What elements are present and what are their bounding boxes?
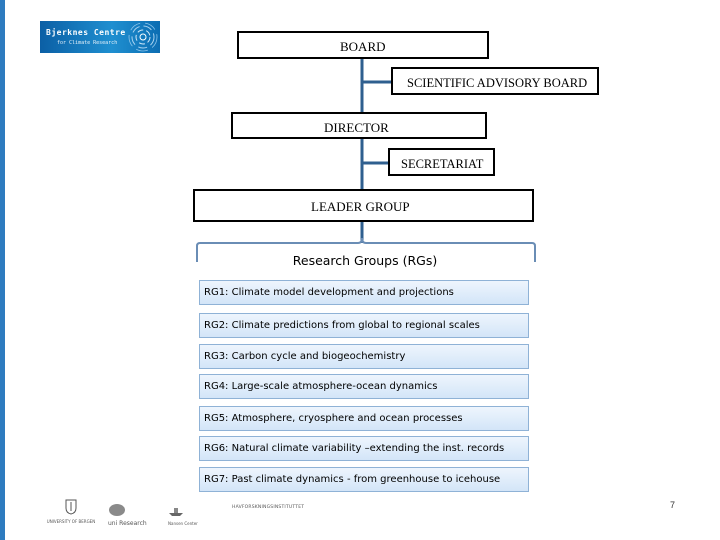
board-box: BOARD [237, 31, 489, 59]
research-group-box: RG2: Climate predictions from global to … [199, 313, 529, 338]
leader-group-box: LEADER GROUP [193, 189, 534, 222]
director-label: DIRECTOR [324, 120, 389, 135]
secretariat-label: SECRETARIAT [401, 157, 484, 171]
advisory-board-box: SCIENTIFIC ADVISORY BOARD [391, 67, 599, 95]
uni-research-logo: uni Research [108, 502, 147, 527]
advisory-board-label: SCIENTIFIC ADVISORY BOARD [407, 76, 588, 90]
swirl-icon [128, 22, 158, 52]
uni-research-leaf-icon [109, 504, 125, 516]
research-groups-title: Research Groups (RGs) [292, 253, 438, 268]
research-group-box: RG4: Large-scale atmosphere-ocean dynami… [199, 374, 529, 399]
leader-group-label: LEADER GROUP [311, 199, 410, 214]
nersc-logo: Nansen Center [168, 502, 198, 526]
imr-name: HAVFORSKNINGSINSTITUTTET [232, 505, 305, 510]
bjerknes-logo: Bjerknes Centre for Climate Research [40, 21, 160, 53]
research-group-box: RG5: Atmosphere, cryosphere and ocean pr… [199, 406, 529, 431]
director-box: DIRECTOR [231, 112, 487, 139]
uib-name: UNIVERSITY OF BERGEN [46, 519, 96, 524]
uib-seal-icon [65, 499, 77, 515]
logo-subtitle: for Climate Research [57, 40, 118, 46]
research-group-box: RG7: Past climate dynamics - from greenh… [199, 467, 529, 492]
board-label: BOARD [340, 39, 386, 54]
left-accent-bar [0, 0, 5, 540]
nersc-ship-icon [169, 508, 183, 516]
uni-research-name: uni Research [108, 520, 147, 527]
page-number: 7 [670, 500, 676, 510]
nersc-name: Nansen Center [168, 521, 198, 526]
research-group-box: RG3: Carbon cycle and biogeochemistry [199, 344, 529, 369]
logo-title: Bjerknes Centre [46, 28, 126, 37]
imr-logo: HAVFORSKNINGSINSTITUTTET [232, 505, 304, 510]
research-group-box: RG1: Climate model development and proje… [199, 280, 529, 305]
uib-logo: UNIVERSITY OF BERGEN [42, 499, 100, 524]
secretariat-box: SECRETARIAT [388, 148, 495, 176]
research-group-box: RG6: Natural climate variability –extend… [199, 436, 529, 461]
rg-bracket [196, 237, 536, 262]
